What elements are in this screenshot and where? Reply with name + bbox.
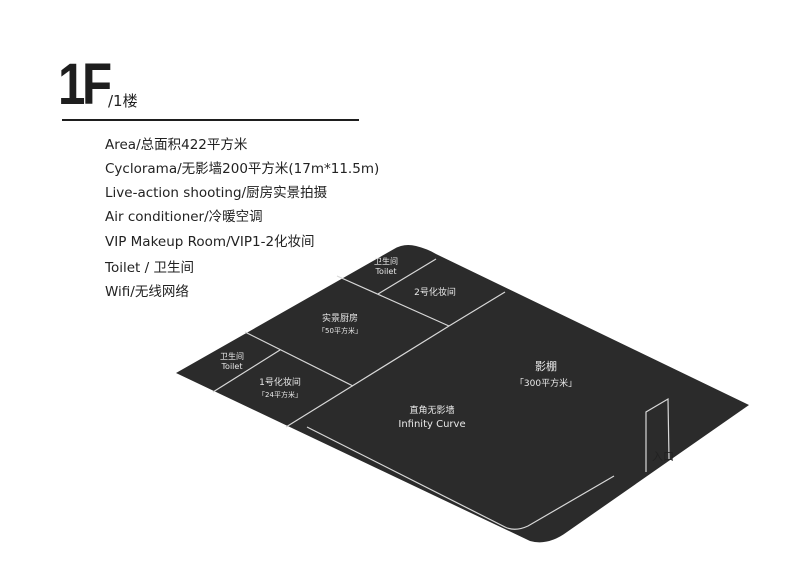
wall	[244, 331, 354, 387]
wall	[212, 349, 281, 393]
entrance-label: 入口	[652, 450, 674, 463]
floor-label-cn: /1楼	[108, 92, 138, 110]
toilet-top-en: Toilet	[375, 267, 397, 276]
makeup1-area: 「24平方米」	[258, 390, 302, 399]
makeup1-label: 1号化妆间	[259, 376, 301, 388]
toilet-left-en: Toilet	[221, 362, 243, 371]
feature-toilet: Toilet / 卫生间	[105, 260, 194, 276]
floor-number: 1F	[58, 52, 112, 117]
makeup2-label: 2号化妆间	[414, 286, 456, 298]
feature-cyclorama: Cyclorama/无影墙200平方米(17m*11.5m)	[105, 161, 380, 177]
toilet-left-cn: 卫生间	[220, 351, 244, 361]
studio-label: 影棚	[535, 359, 557, 373]
feature-vip-makeup: VIP Makeup Room/VIP1-2化妆间	[105, 234, 315, 250]
entrance-door	[645, 397, 670, 472]
toilet-top-cn: 卫生间	[374, 256, 398, 266]
header-divider	[62, 119, 359, 121]
wall	[377, 258, 437, 295]
infinity-cn: 直角无影墙	[409, 404, 454, 416]
infinity-en: Infinity Curve	[398, 419, 465, 430]
feature-area: Area/总面积422平方米	[105, 137, 248, 153]
wall	[336, 275, 450, 327]
kitchen-area: 「50平方米」	[318, 326, 362, 335]
infinity-curve-line	[306, 426, 615, 530]
floor-shape	[176, 245, 749, 543]
wall	[285, 325, 450, 428]
studio-area: 「300平方米」	[515, 377, 577, 389]
feature-wifi: Wifi/无线网络	[105, 284, 189, 300]
kitchen-label: 实景厨房	[322, 312, 358, 324]
feature-live-action: Live-action shooting/厨房实景拍摄	[105, 185, 328, 201]
feature-air-conditioner: Air conditioner/冷暖空调	[105, 209, 263, 225]
wall	[448, 291, 506, 327]
